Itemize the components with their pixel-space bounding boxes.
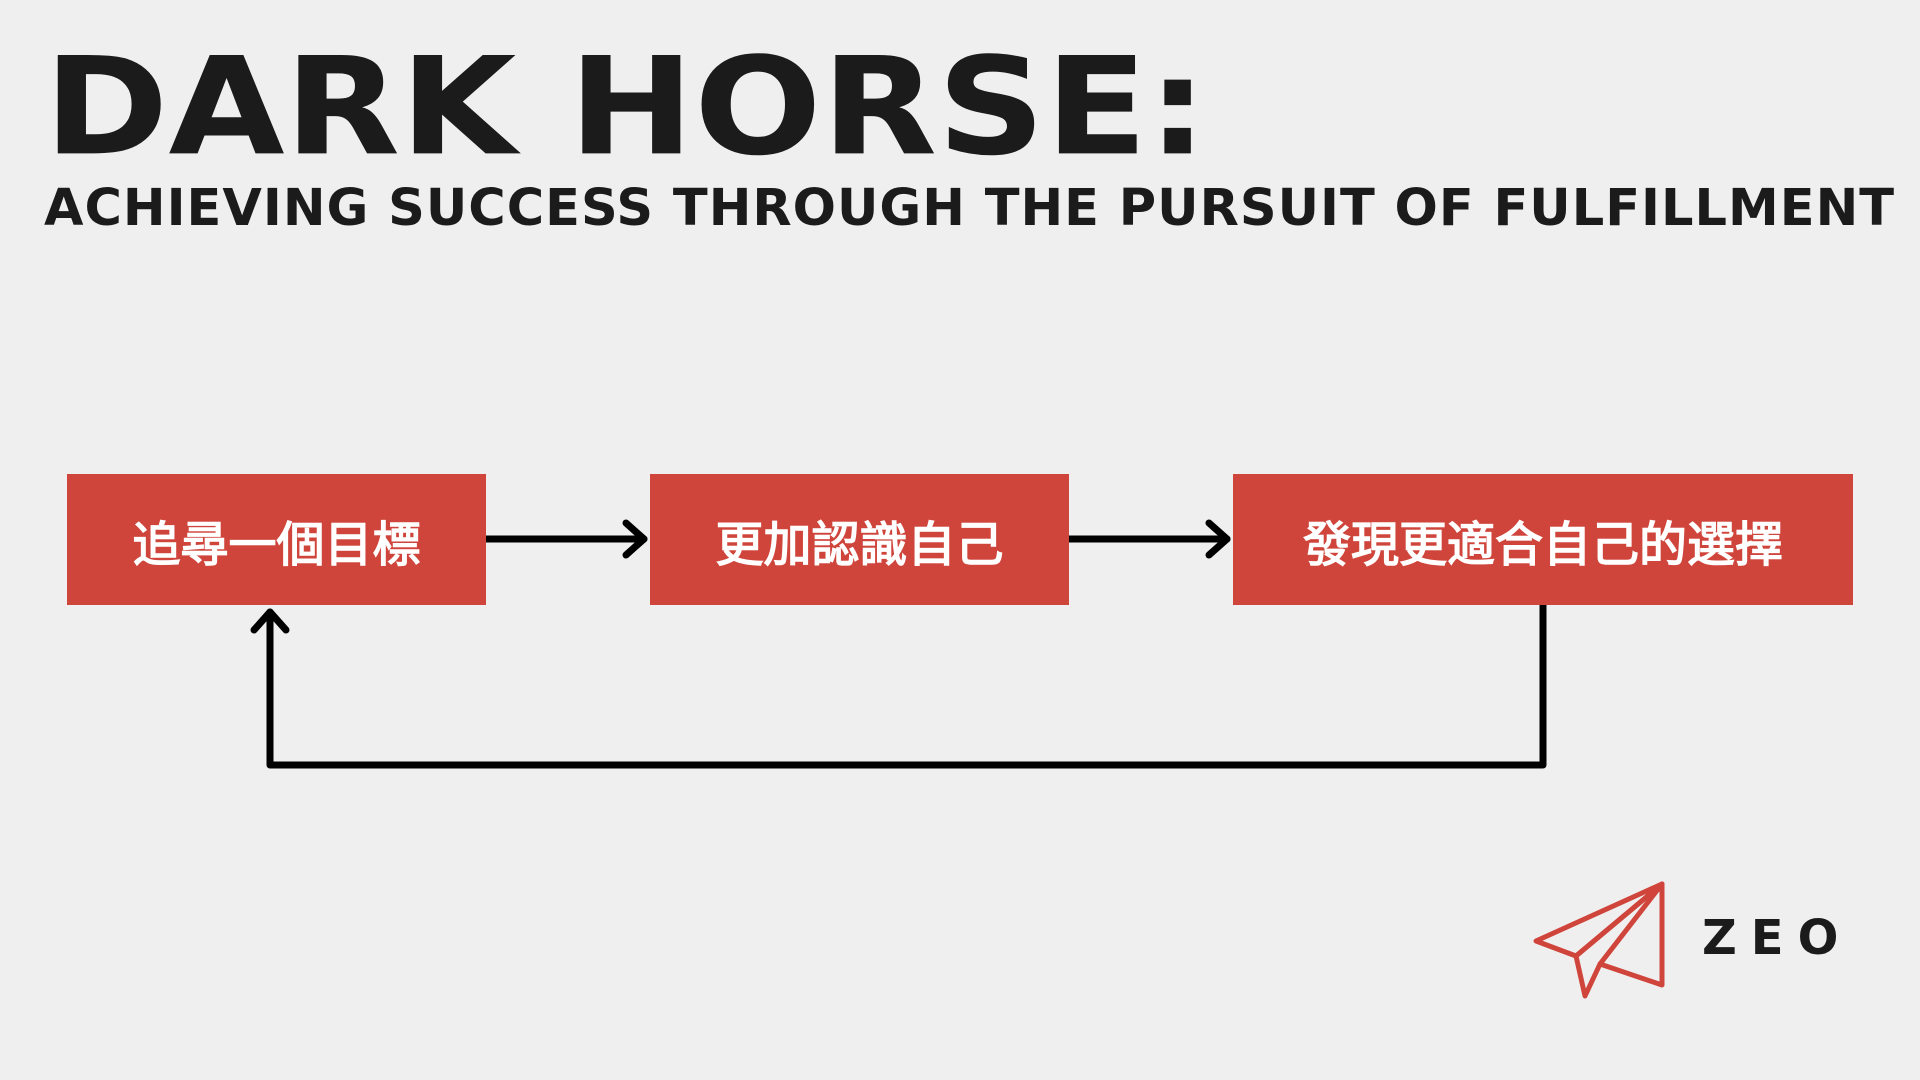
- arrow-step1-to-step2: [482, 519, 648, 559]
- loop-arrow-step3-to-step1: [250, 601, 1547, 769]
- page-subtitle: ACHIEVING SUCCESS THROUGH THE PURSUIT OF…: [44, 179, 1896, 238]
- brand-name: ZEO: [1702, 910, 1853, 966]
- paper-plane-icon: [1533, 881, 1665, 999]
- flow-step-1: 追尋一個目標: [67, 474, 486, 605]
- flow-step-2: 更加認識自己: [650, 474, 1069, 605]
- arrow-step2-to-step3: [1065, 519, 1231, 559]
- flow-step-3: 發現更適合自己的選擇: [1233, 474, 1853, 605]
- page-title: DARK HORSE:: [44, 29, 1208, 186]
